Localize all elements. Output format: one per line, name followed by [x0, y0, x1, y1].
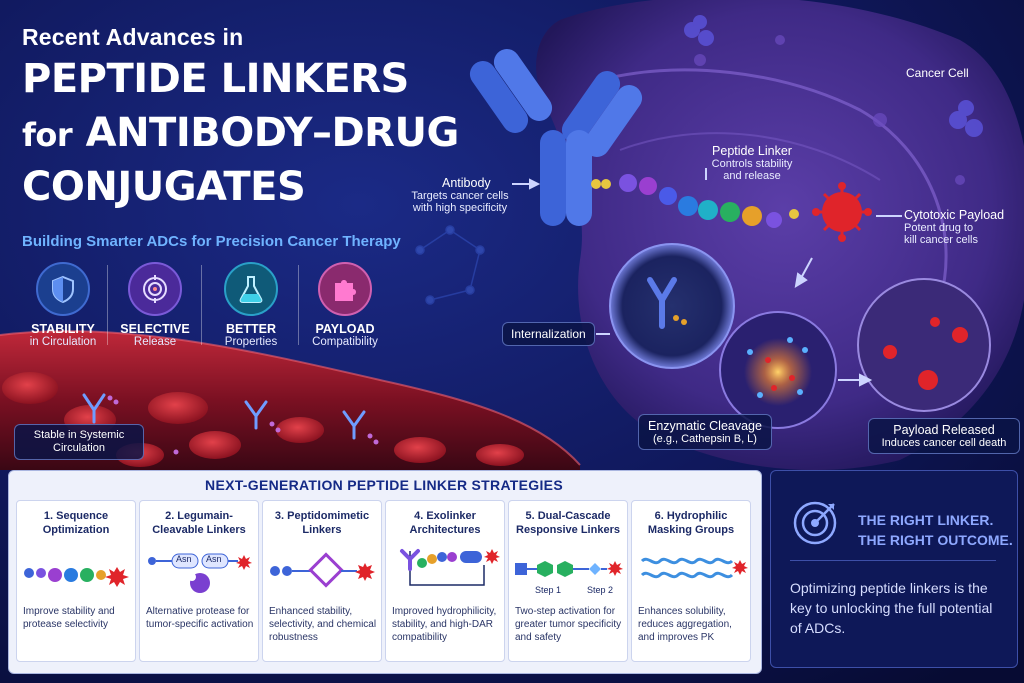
outcome-text: Optimizing peptide linkers is the key to… — [790, 580, 993, 636]
label-released: Payload Released Induces cancer cell dea… — [868, 418, 1020, 454]
label-cleavage: Enzymatic Cleavage (e.g., Cathepsin B, L… — [638, 414, 772, 450]
strategy-heading: 6. Hydrophilic Masking Groups — [647, 510, 735, 536]
feature-sub: Release — [133, 336, 177, 348]
outcome-tagline-2: THE RIGHT OUTCOME. — [858, 532, 1013, 548]
strategy-heading: 2. Legumain-Cleavable Linkers — [152, 510, 246, 536]
feature-selective: SELECTIVE Release — [108, 262, 202, 348]
strategy-card: 5. Dual-Cascade Responsive Linkers Step … — [508, 500, 628, 662]
strategy-card: 4. Exolinker Architectures Improved hydr… — [385, 500, 505, 662]
label-antibody: Antibody Targets cancer cells with high … — [408, 176, 512, 214]
feature-divider — [107, 265, 108, 345]
strategy-desc: Enhanced stability, selectivity, and che… — [269, 606, 377, 643]
antibody-desc: Targets cancer cells with high specifici… — [411, 190, 509, 214]
feature-divider — [201, 265, 202, 345]
flask-icon — [224, 262, 278, 316]
strategy-tag: Asn — [206, 554, 222, 564]
feature-sub: Properties — [224, 336, 278, 348]
strategies-title: NEXT-GENERATION PEPTIDE LINKER STRATEGIE… — [205, 477, 563, 493]
title-line-2-main: ANTIBODY–DRUG — [85, 110, 460, 156]
target-icon — [128, 262, 182, 316]
peptidomimetic-icon — [270, 552, 375, 588]
linker-chain-icon — [24, 567, 129, 587]
title-line-2-prefix: for — [22, 116, 73, 154]
strategy-tag: Step 2 — [587, 585, 614, 595]
puzzle-icon — [318, 262, 372, 316]
outcome-tagline: THE RIGHT LINKER. THE RIGHT OUTCOME. — [858, 510, 1013, 550]
title-line-1: PEPTIDE LINKERS — [22, 56, 409, 102]
cleavage-desc: (e.g., Cathepsin B, L) — [653, 433, 757, 445]
dual-cascade-icon — [515, 561, 623, 577]
strategy-card: 3. Peptidomimetic Linkers Enhanced stabi… — [262, 500, 382, 662]
strategy-tag: Step 1 — [535, 585, 562, 595]
exolinker-icon — [400, 549, 500, 586]
strategy-desc: Alternative protease for tumor-specific … — [146, 606, 254, 630]
strategy-card: 6. Hydrophilic Masking Groups Enhances s… — [631, 500, 751, 662]
strategy-tag: Asn — [176, 554, 192, 564]
strategy-heading: 3. Peptidomimetic Linkers — [274, 510, 370, 536]
feature-name: PAYLOAD — [315, 322, 375, 336]
strategy-desc: Improve stability and protease selectivi… — [23, 606, 115, 630]
feature-name: BETTER — [226, 322, 276, 336]
feature-sub: Compatibility — [312, 336, 378, 348]
strategy-heading: 4. Exolinker Architectures — [409, 510, 481, 536]
feature-payload: PAYLOAD Compatibility — [298, 262, 392, 348]
released-title: Payload Released — [893, 423, 995, 437]
antibody-title: Antibody — [442, 176, 491, 190]
hydrophilic-mask-icon — [640, 557, 748, 579]
target-arrow-icon — [793, 501, 837, 545]
feature-divider — [298, 265, 299, 345]
label-internalization: Internalization — [502, 322, 595, 346]
strategy-card: 2. Legumain-Cleavable Linkers Asn Asn Al… — [139, 500, 259, 662]
title-line-3: CONJUGATES — [22, 164, 306, 210]
strategy-heading: 5. Dual-Cascade Responsive Linkers — [516, 510, 620, 536]
feature-stability: STABILITY in Circulation — [16, 262, 110, 348]
feature-name: SELECTIVE — [120, 322, 190, 336]
payload-title: Cytotoxic Payload — [904, 208, 1005, 222]
feature-properties: BETTER Properties — [204, 262, 298, 348]
label-cancer-cell: Cancer Cell — [906, 66, 969, 80]
payload-desc: Potent drug to kill cancer cells — [904, 222, 978, 246]
strategy-heading: 1. Sequence Optimization — [42, 510, 110, 536]
strategy-desc: Improved hydrophilicity, stability, and … — [392, 606, 497, 643]
label-peptide-linker: Peptide Linker Controls stability and re… — [704, 144, 800, 182]
strategy-card: 1. Sequence Optimization Improve stabili… — [16, 500, 136, 662]
outcome-tagline-1: THE RIGHT LINKER. — [858, 512, 994, 528]
legumain-icon — [148, 553, 252, 593]
peptide-linker-title: Peptide Linker — [712, 144, 792, 158]
cleavage-title: Enzymatic Cleavage — [648, 419, 762, 433]
released-desc: Induces cancer cell death — [881, 437, 1007, 449]
strategy-desc: Two-step activation for greater tumor sp… — [515, 606, 622, 643]
peptide-linker-desc: Controls stability and release — [711, 158, 793, 182]
label-circulation: Stable in Systemic Circulation — [14, 424, 144, 460]
subtitle: Building Smarter ADCs for Precision Canc… — [22, 233, 401, 250]
title-line-2: for ANTIBODY–DRUG — [22, 110, 459, 158]
title-prefix: Recent Advances in — [22, 24, 244, 50]
feature-sub: in Circulation — [29, 336, 97, 348]
strategy-desc: Enhances solubility, reduces aggregation… — [638, 606, 732, 643]
shield-icon — [36, 262, 90, 316]
label-payload: Cytotoxic Payload Potent drug to kill ca… — [904, 208, 1022, 246]
feature-name: STABILITY — [31, 322, 95, 336]
outcome-divider — [790, 560, 996, 561]
